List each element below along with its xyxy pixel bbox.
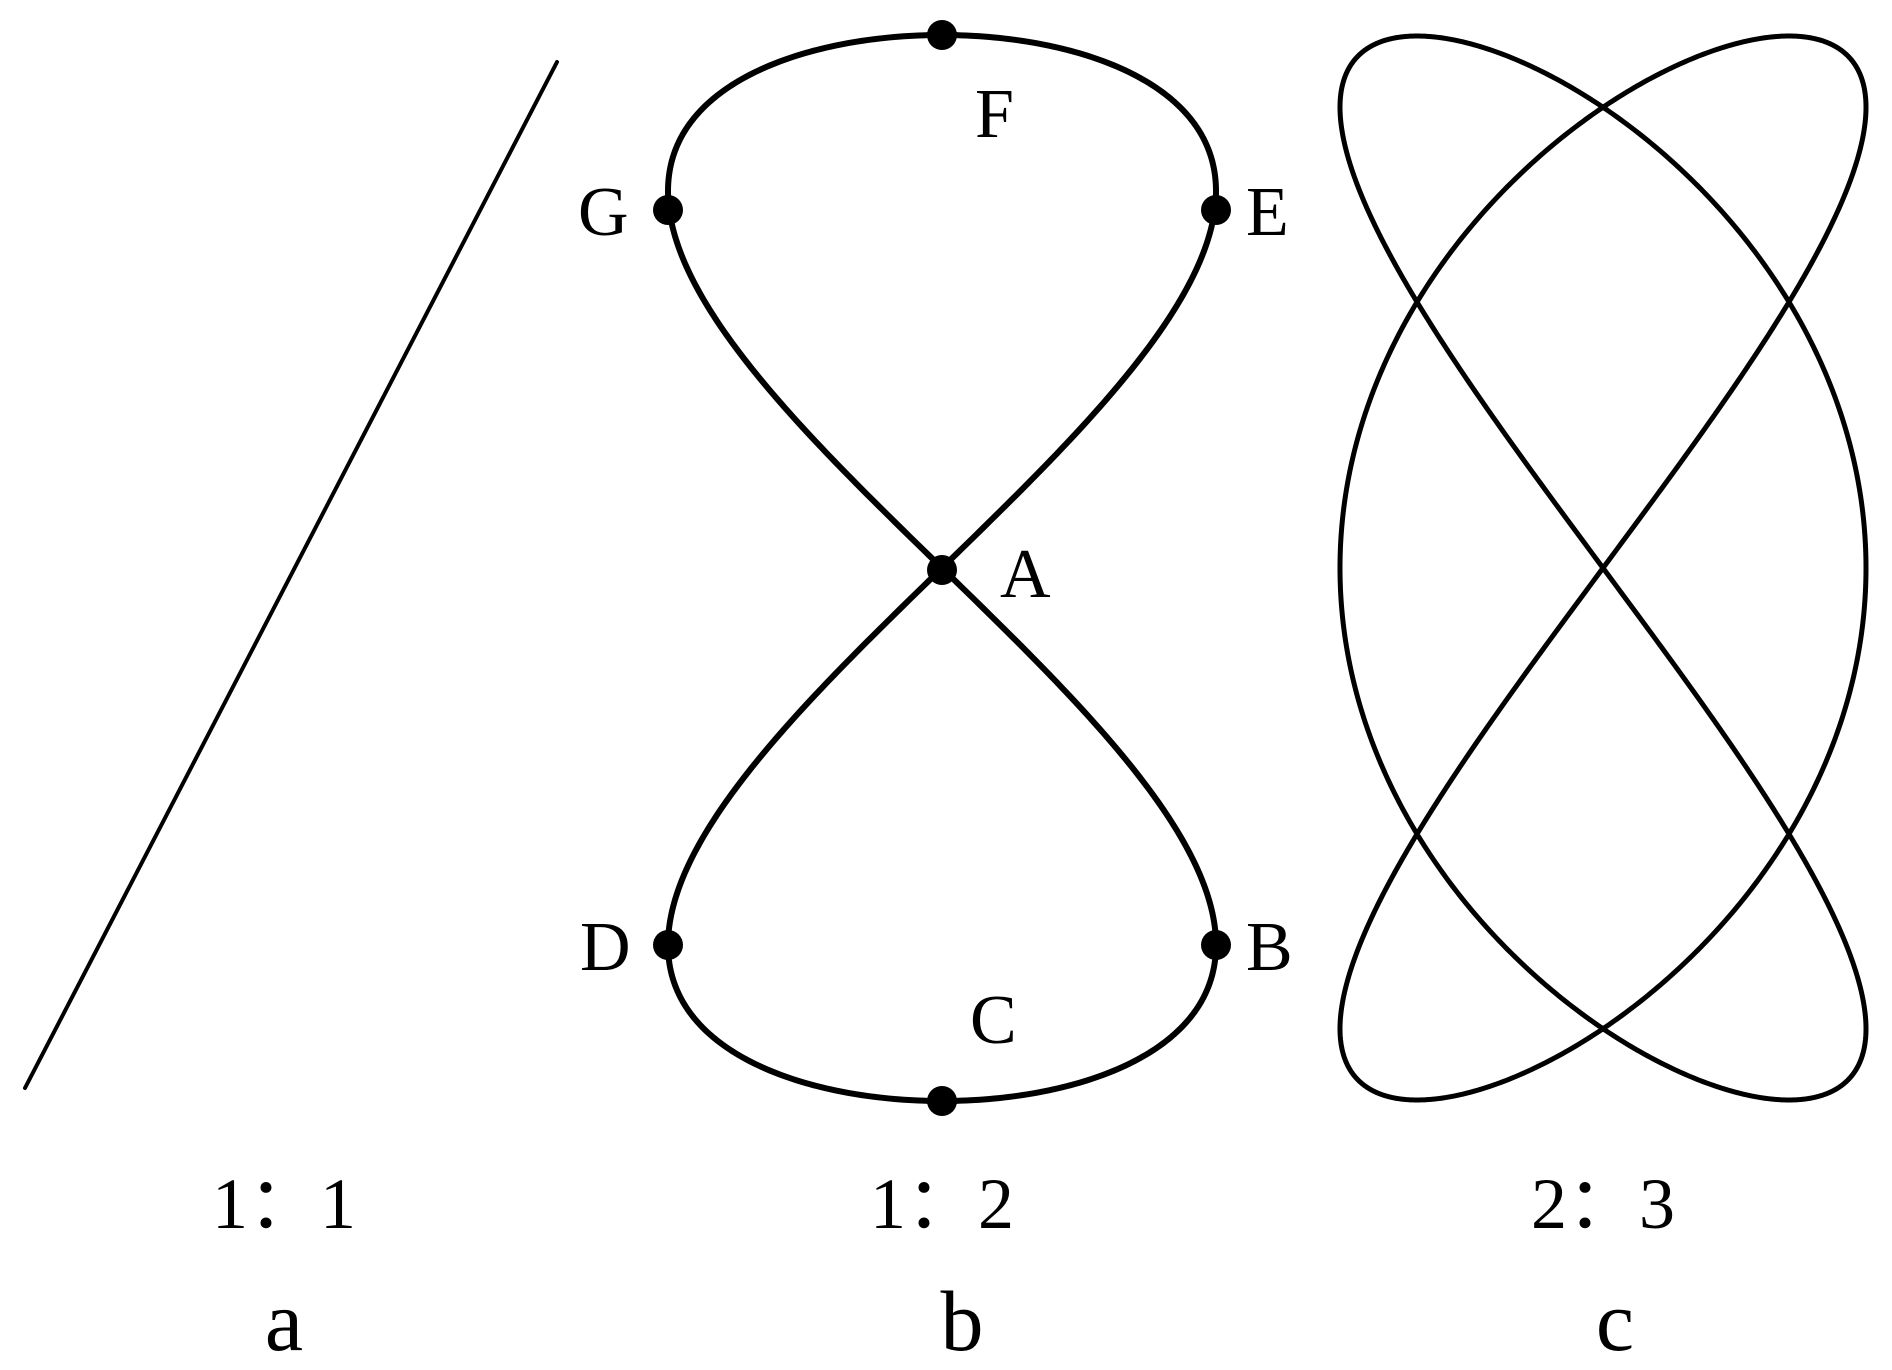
point-E-dot [1201,195,1231,225]
point-C-dot [927,1086,957,1116]
panel-c-letter: c [1596,1273,1634,1369]
point-E-label: E [1246,174,1289,251]
point-A-label: A [1000,536,1051,613]
point-C-label: C [970,982,1017,1059]
point-F-label: F [975,76,1014,153]
point-B-label: B [1246,909,1293,986]
panel-a: 1：1 a [23,60,559,1369]
panel-a-ratio: 1：1 [212,1164,356,1244]
panel-c-lissajous-curve [1337,33,1869,1103]
panel-b: A B C D E F G 1：2 b [578,20,1293,1369]
point-D-dot [653,930,683,960]
point-A-dot [927,555,957,585]
panel-c-ratio: 2：3 [1531,1164,1675,1244]
panel-a-letter: a [265,1273,303,1369]
panel-c: 2：3 c [1337,33,1869,1369]
panel-b-ratio: 1：2 [870,1164,1014,1244]
point-B-dot [1201,930,1231,960]
point-D-label: D [580,909,631,986]
point-G-dot [653,195,683,225]
panel-b-letter: b [941,1273,984,1369]
point-G-label: G [578,174,629,251]
point-F-dot [927,20,957,50]
panel-a-line [23,60,559,1090]
